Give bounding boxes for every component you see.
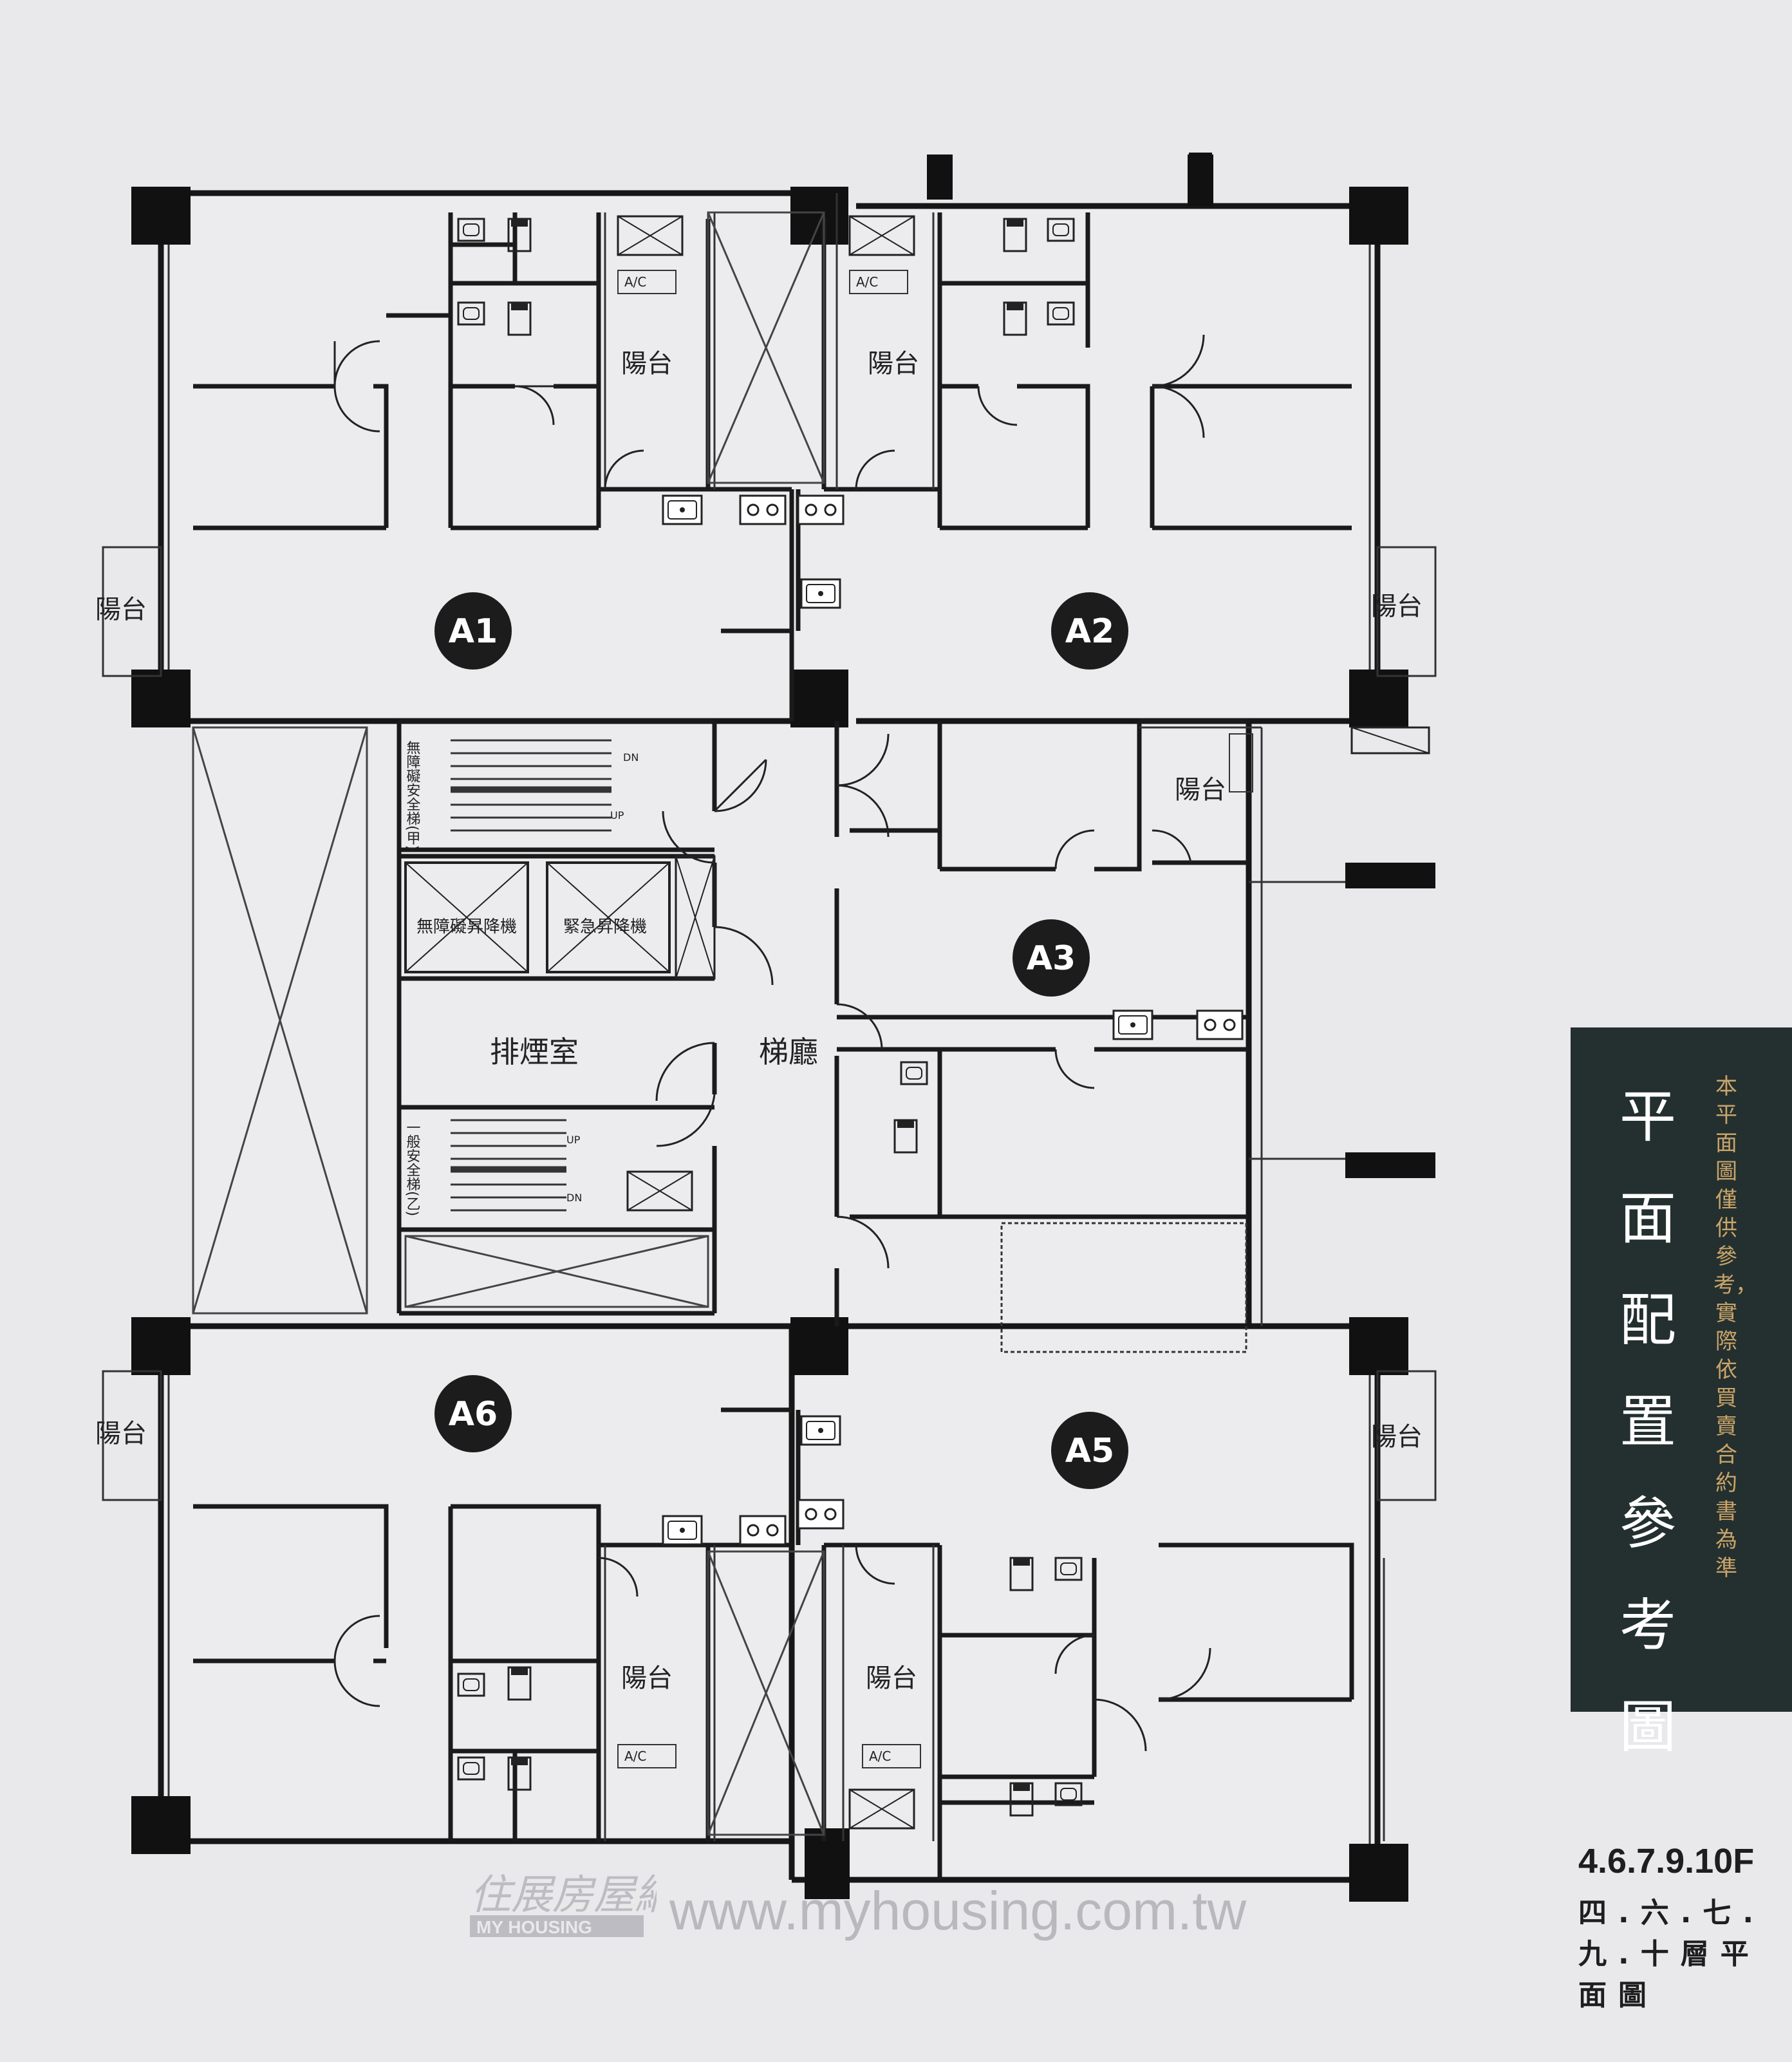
elevator-cars	[404, 861, 671, 973]
balcony-label: 陽台	[95, 1419, 147, 1448]
smoke-room-label: 排煙室	[490, 1035, 579, 1069]
door-swings	[333, 334, 1211, 1752]
panel-disclaimer: 本平面圖僅供參考，實際依買賣合約書為準	[1713, 1074, 1757, 1581]
unit-label-a6: A6	[449, 1395, 498, 1434]
unit-label-a2: A2	[1065, 612, 1114, 651]
unit-badge-a5	[1051, 1412, 1128, 1489]
ac-labels: A/C A/C A/C A/C	[624, 274, 891, 1764]
stair-b-dn-label: DN	[566, 1192, 582, 1204]
watermark-brand-cn: 住展房屋網	[470, 1871, 657, 1919]
panel-title: 平面配置參考圖	[1619, 1083, 1676, 1760]
walls-core	[397, 718, 1249, 1326]
ac-units	[617, 270, 1253, 1768]
unit-label-a5: A5	[1065, 1432, 1114, 1470]
unit-badges: A1 A2 A3 A5 A6	[434, 592, 1128, 1489]
balcony-label: 陽台	[1371, 1422, 1423, 1452]
room-labels: 陽台 陽台 陽台 陽台 陽台 陽台 陽台 陽台 陽台 梯廳 排煙室 無障礙昇降機…	[95, 349, 1423, 1693]
emergency-elevator-label: 緊急昇降機	[563, 917, 647, 937]
watermark-url: www.myhousing.com.tw	[669, 1880, 1247, 1941]
balcony-label: 陽台	[1175, 775, 1226, 805]
svg-text:A/C: A/C	[856, 274, 878, 290]
stair-b-up-label: UP	[566, 1134, 581, 1146]
stair-a-dn-label: DN	[623, 751, 639, 764]
floors-label-en: 4.6.7.9.10F	[1578, 1842, 1755, 1880]
watermark-logo: 住展房屋網 MY HOUSING	[463, 1870, 682, 1941]
title-panel: 平面配置參考圖 本平面圖僅供參考，實際依買賣合約書為準	[1571, 1027, 1792, 1760]
unit-label-a1: A1	[449, 612, 498, 651]
unit-badge-a1	[434, 592, 512, 670]
accessible-elevator-label: 無障礙昇降機	[416, 917, 517, 937]
stair-b-label: 一般安全梯(乙)	[404, 1120, 421, 1216]
floors-label-zh: 四.六.七.九.十層平面圖	[1578, 1897, 1766, 2012]
unit-label-a3: A3	[1027, 939, 1076, 978]
duct-shafts	[617, 153, 1435, 1830]
lobby-label: 梯廳	[759, 1035, 818, 1069]
stair-a-label: 無障礙安全梯(甲)	[404, 740, 421, 850]
svg-text:A/C: A/C	[869, 1748, 891, 1764]
svg-text:A/C: A/C	[624, 274, 646, 290]
balcony-label: 陽台	[621, 1664, 673, 1693]
svg-text:A/C: A/C	[624, 1748, 646, 1764]
unit-badge-a2	[1051, 592, 1128, 670]
void-shafts	[192, 211, 825, 1836]
unit-badge-a3	[1013, 919, 1090, 997]
structural-columns	[131, 155, 1408, 1902]
walls-unit-a1	[193, 212, 794, 721]
watermark-brand-en: MY HOUSING	[476, 1917, 592, 1937]
stair-treads	[451, 739, 611, 1212]
unit-badge-a6	[434, 1375, 512, 1452]
balcony-label: 陽台	[95, 595, 147, 624]
balcony-label: 陽台	[866, 1664, 917, 1693]
balcony-label: 陽台	[1371, 592, 1423, 621]
floor-plan: A/C A/C A/C A/C A1 A2 A3 A5 A6 陽台 陽台 陽台 …	[95, 153, 1437, 1902]
balcony-label: 陽台	[868, 349, 919, 379]
stair-a-up-label: UP	[610, 809, 624, 821]
balcony-label: 陽台	[621, 349, 673, 379]
